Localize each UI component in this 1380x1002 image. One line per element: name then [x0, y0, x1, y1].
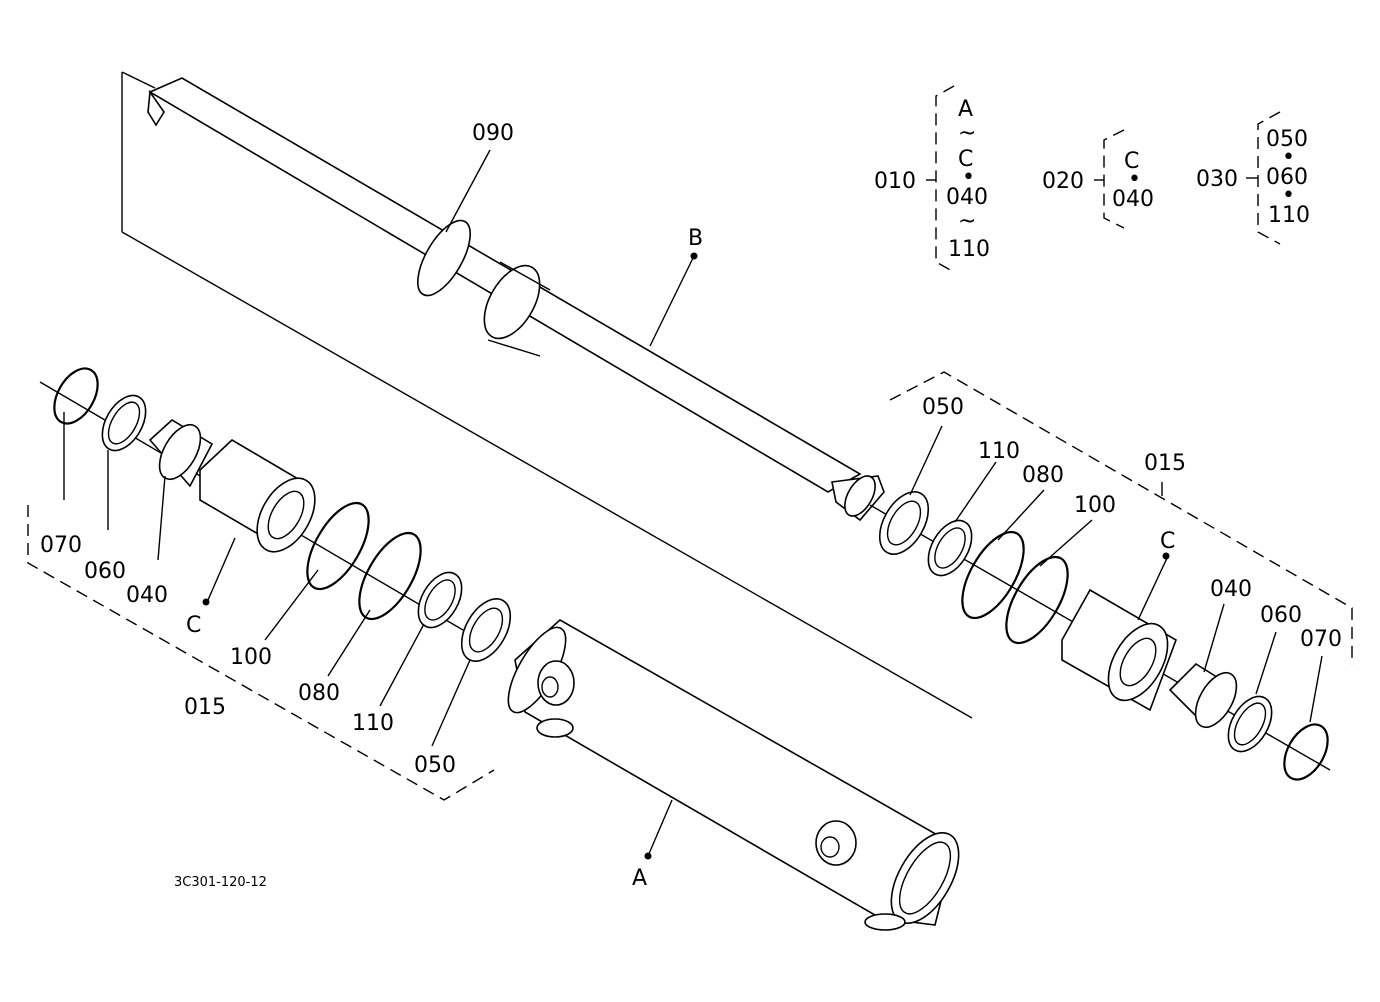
piston-rod — [121, 71, 973, 719]
group-030-item-050: 050 — [1266, 127, 1308, 152]
group-010-dot: • — [962, 165, 975, 190]
drawing-code: 3C301-120-12 — [174, 875, 267, 890]
label-050-right: 050 — [922, 395, 964, 420]
label-b: B — [688, 226, 703, 251]
cylinder-tube — [507, 619, 960, 931]
label-110-left: 110 — [352, 711, 394, 736]
label-050-left: 050 — [414, 753, 456, 778]
ref-dot-a — [644, 852, 652, 860]
label-040-right: 040 — [1210, 577, 1252, 602]
label-c-left: C — [186, 613, 201, 638]
ref-dot-c-left — [202, 598, 210, 606]
label-100-left: 100 — [230, 645, 272, 670]
group-010-item-040: 040 — [946, 185, 988, 210]
group-030-item-060: 060 — [1266, 165, 1308, 190]
label-080-left: 080 — [298, 681, 340, 706]
label-070-left: 070 — [40, 533, 82, 558]
leader-lines — [63, 149, 1323, 857]
group-015-left-boundary — [27, 505, 495, 801]
label-040-left: 040 — [126, 583, 168, 608]
right-seal-stack — [869, 491, 1331, 781]
group-010-item-c: C — [958, 147, 973, 172]
label-c-right: C — [1160, 529, 1175, 554]
group-020-item-040: 040 — [1112, 187, 1154, 212]
label-015-left: 015 — [184, 695, 226, 720]
label-015-right: 015 — [1144, 451, 1186, 476]
group-010-code: 010 — [874, 169, 916, 194]
callout-labels: 070 060 040 C 100 080 015 110 050 090 B … — [40, 121, 1342, 891]
group-030-item-110: 110 — [1268, 203, 1310, 228]
group-030-code: 030 — [1196, 167, 1238, 192]
ref-dot-c-right — [1162, 552, 1170, 560]
assembly-group-010: 010 A ~ C • 040 ~ 110 — [874, 85, 990, 273]
group-015-right-boundary — [889, 371, 1353, 665]
assembly-group-030: 030 050 • 060 • 110 — [1196, 111, 1310, 245]
label-080-right: 080 — [1022, 463, 1064, 488]
label-060-left: 060 — [84, 559, 126, 584]
group-030-dot-1: • — [1282, 145, 1295, 170]
group-020-dot: • — [1128, 167, 1141, 192]
group-010-tilde-1: ~ — [958, 121, 976, 146]
group-010-item-a: A — [958, 97, 973, 122]
group-010-tilde-2: ~ — [958, 209, 976, 234]
label-100-right: 100 — [1074, 493, 1116, 518]
label-110-right: 110 — [978, 439, 1020, 464]
label-060-right: 060 — [1260, 603, 1302, 628]
left-seal-stack — [39, 367, 512, 662]
ref-dot-b — [690, 252, 698, 260]
group-020-item-c: C — [1124, 149, 1139, 174]
group-020-code: 020 — [1042, 169, 1084, 194]
assembly-group-020: 020 C • 040 — [1042, 129, 1154, 229]
label-070-right: 070 — [1300, 627, 1342, 652]
group-010-item-110: 110 — [948, 237, 990, 262]
label-090: 090 — [472, 121, 514, 146]
group-030-dot-2: • — [1282, 183, 1295, 208]
label-a: A — [632, 866, 647, 891]
